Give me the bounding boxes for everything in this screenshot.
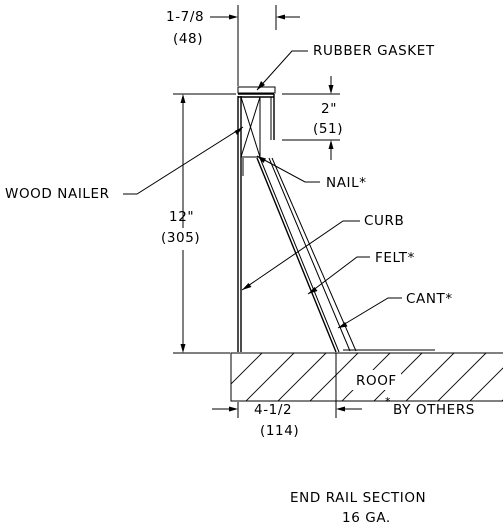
callout-nail: NAIL* [256,155,367,191]
cant-strip [242,157,357,352]
callout-rubber-gasket: RUBBER GASKET [256,43,435,91]
rubber-gasket [237,86,276,94]
roof-label: ROOF [356,373,397,389]
callout-felt: FELT* [307,250,415,295]
dim-height-mm: (305) [161,230,200,246]
note-by-others: * BY OTHERS [385,395,475,418]
by-others-star: * [385,395,391,408]
title-line-2: 16 GA. [342,510,391,526]
dim-height: 12" (305) [161,93,236,354]
roof-label-mask [351,370,401,390]
dim-height-value: 12" [169,209,194,225]
wood-nailer-label: WOOD NAILER [5,186,110,202]
title-line-1: END RAIL SECTION [290,490,426,506]
callout-wood-nailer: WOOD NAILER [5,126,244,202]
dim-base: 4-1/2 (114) [212,353,362,439]
wood-nailer [240,96,261,158]
curb [237,86,435,353]
dim-base-mm: (114) [260,423,299,439]
dim-top-width: 1-7/8 (48) [166,5,300,86]
callout-cant: CANT* [337,291,453,329]
dim-flange-value: 2" [321,101,337,117]
dim-top-width-mm: (48) [173,31,203,47]
dim-flange-mm: (51) [313,121,343,137]
by-others-label: BY OTHERS [393,402,475,418]
title-block: END RAIL SECTION 16 GA. [290,490,426,526]
callout-curb: CURB [241,213,404,291]
felt-label: FELT* [375,250,415,266]
dim-flange: 2" (51) [282,76,343,160]
nail-label: NAIL* [326,175,367,191]
cant-label: CANT* [406,291,453,307]
curb-label: CURB [364,213,404,229]
rubber-gasket-label: RUBBER GASKET [313,43,435,59]
dim-top-width-value: 1-7/8 [166,9,204,25]
dim-base-value: 4-1/2 [254,402,292,418]
roof-deck: ROOF [230,352,503,402]
